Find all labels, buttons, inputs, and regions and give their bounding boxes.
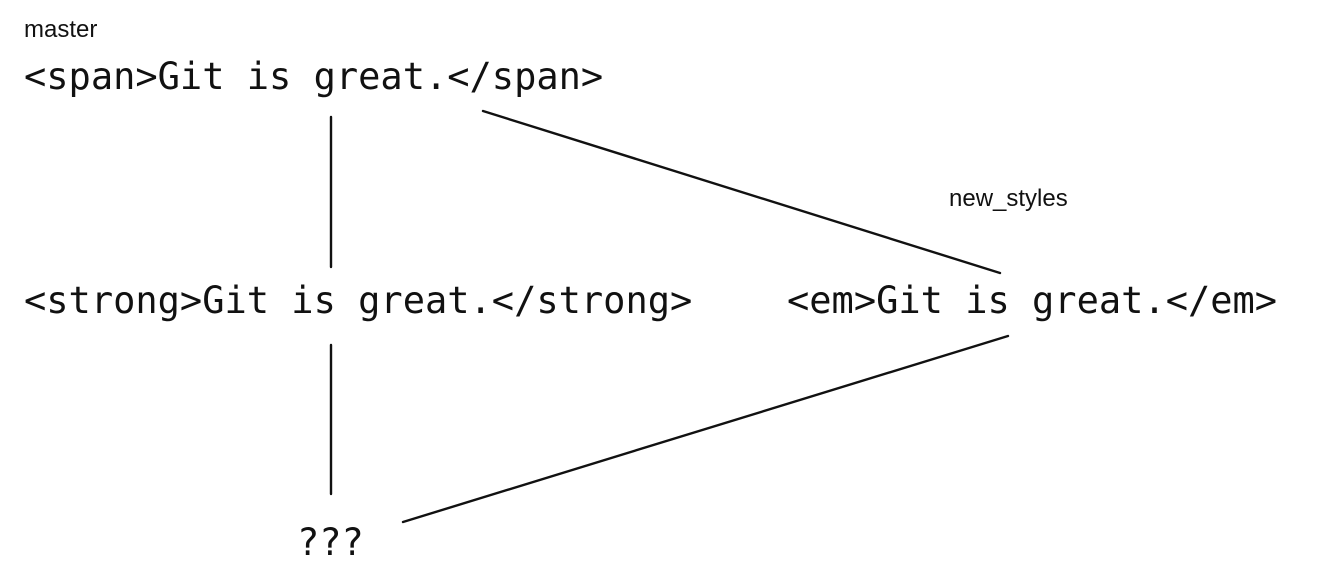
branch-label-new-styles: new_styles — [949, 185, 1068, 212]
node-base-commit: <span>Git is great.</span> — [24, 55, 604, 98]
edge-base-to-new-styles-commit — [481, 109, 1002, 275]
node-new-styles-commit: <em>Git is great.</em> — [787, 279, 1278, 322]
node-merge-result: ??? — [297, 521, 364, 564]
branch-label-master: master — [24, 16, 98, 43]
edge-new-styles-commit-to-merge — [401, 334, 1010, 524]
node-master-commit: <strong>Git is great.</strong> — [24, 279, 693, 322]
